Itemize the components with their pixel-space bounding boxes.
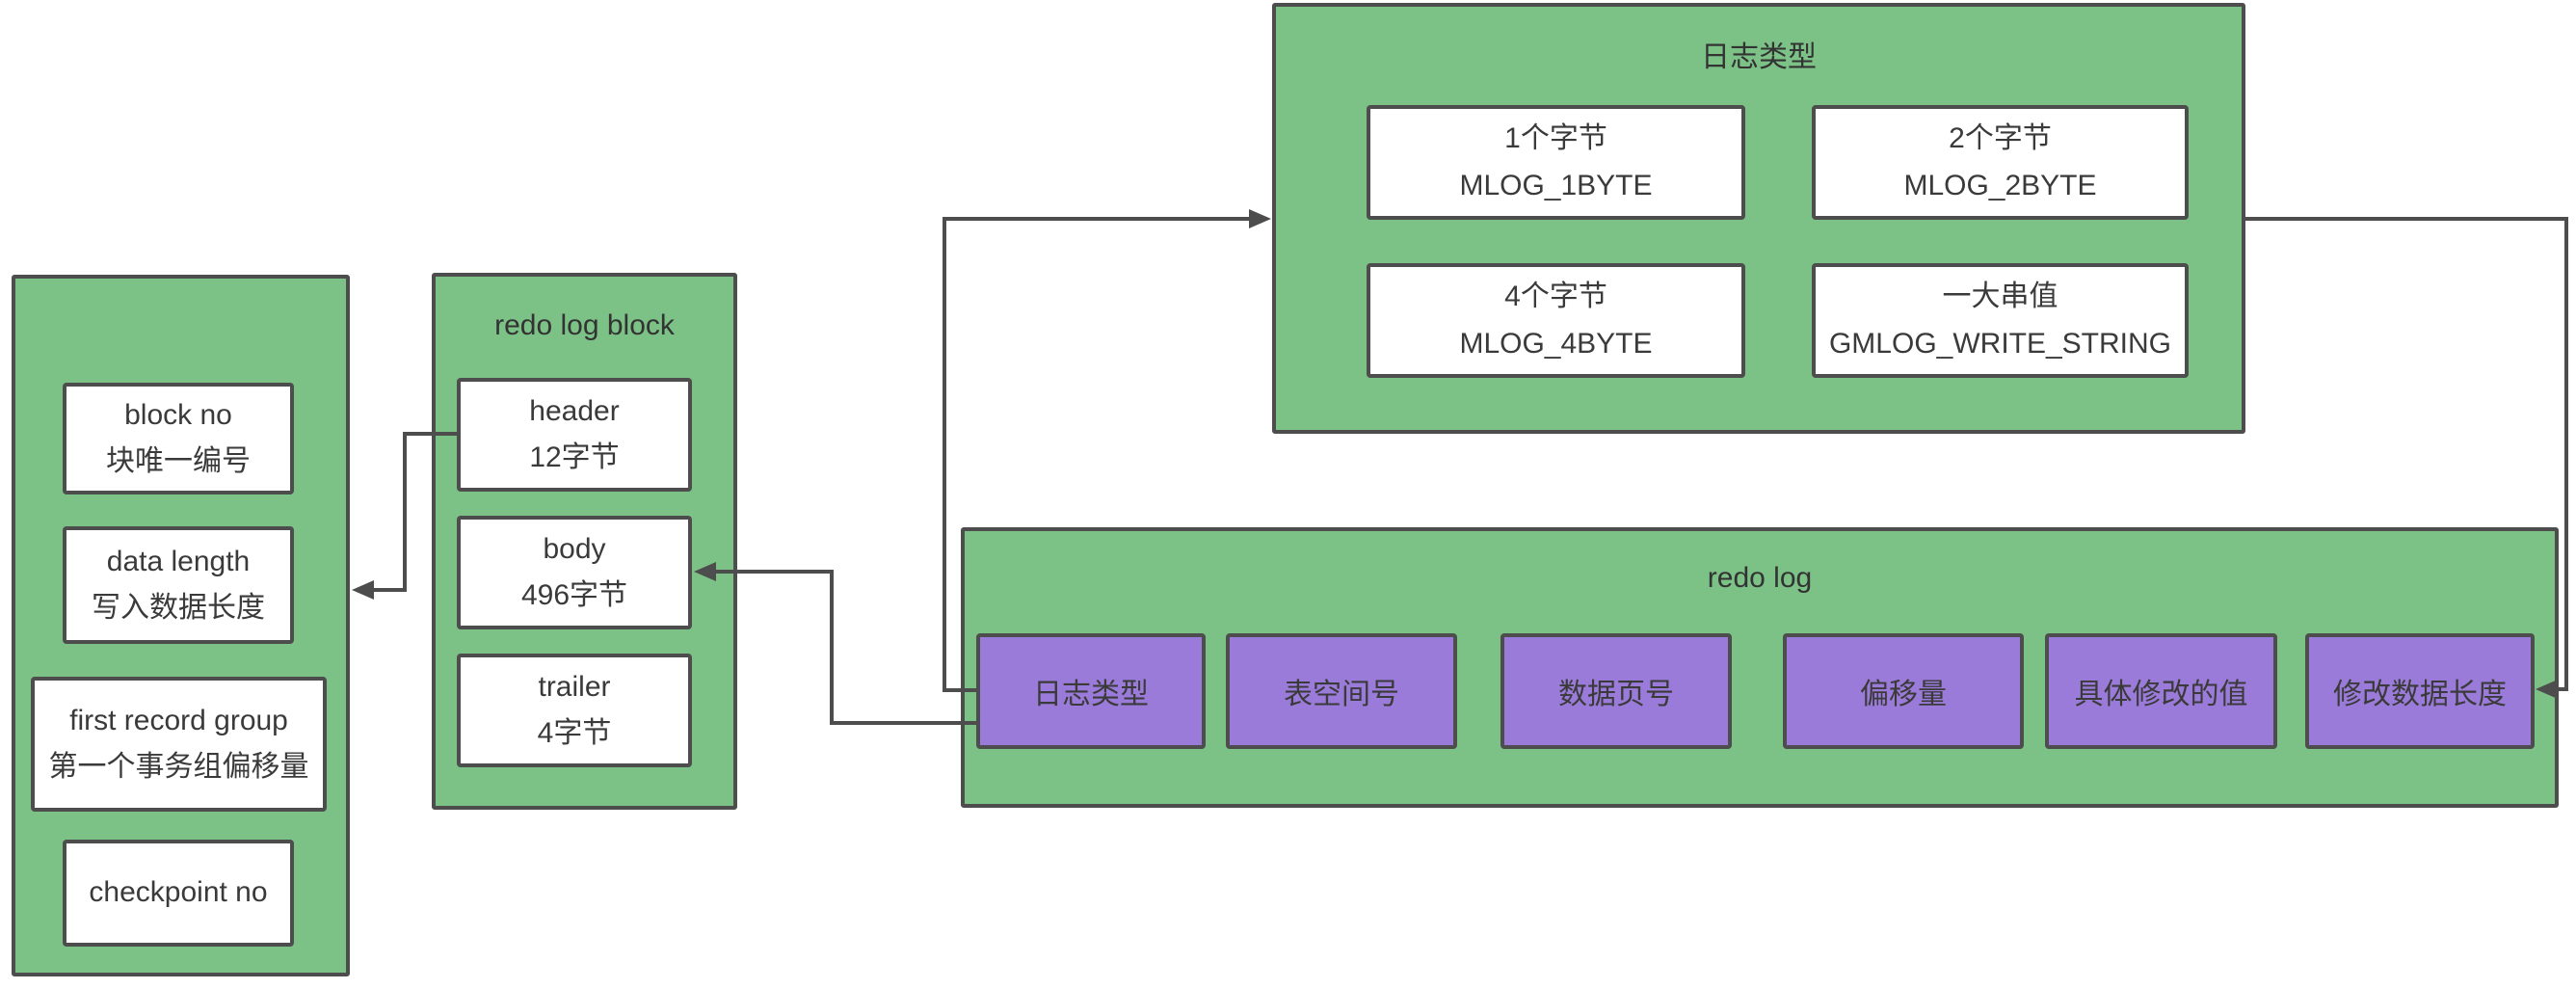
arrowhead-right-icon (1249, 209, 1271, 228)
redo-log-title: redo log (1707, 562, 1813, 594)
node-body-line2: 496字节 (520, 579, 628, 611)
node-trailer-line2: 4字节 (537, 717, 612, 749)
redo-log-field-modified-value: 具体修改的值 (2045, 633, 2277, 749)
redo-log-field-offset: 偏移量 (1783, 633, 2024, 749)
node-data-length-line2: 写入数据长度 (92, 592, 265, 624)
redo-log-field-data-page-no-label: 数据页号 (1558, 679, 1674, 710)
redo-log-field-log-type-label: 日志类型 (1033, 679, 1149, 710)
node-data-length-line1: data length (106, 545, 251, 577)
node-first-record-group-line2: 第一个事务组偏移量 (48, 751, 309, 783)
node-header-line1: header (529, 394, 620, 427)
node-mlog-1byte: 1个字节 MLOG_1BYTE (1367, 105, 1745, 220)
node-block-no-line2: 块唯一编号 (106, 445, 251, 477)
node-mlog-4byte-line2: MLOG_4BYTE (1459, 327, 1653, 360)
redo-log-field-offset-label: 偏移量 (1860, 679, 1947, 710)
connector-logtype-field-to-body-line (715, 570, 976, 725)
arrowhead-left-icon (352, 580, 374, 600)
redo-log-field-modified-data-length-label: 修改数据长度 (2333, 679, 2507, 710)
node-body: body 496字节 (457, 516, 692, 629)
redo-log-field-modified-value-label: 具体修改的值 (2074, 679, 2248, 710)
redo-log-field-log-type: 日志类型 (976, 633, 1206, 749)
node-mlog-2byte-line2: MLOG_2BYTE (1903, 169, 2097, 201)
node-mlog-2byte: 2个字节 MLOG_2BYTE (1812, 105, 2189, 220)
redo-log-block-title: redo log block (494, 309, 675, 341)
node-block-no-line1: block no (124, 398, 232, 431)
node-mlog-1byte-line2: MLOG_1BYTE (1459, 169, 1653, 201)
node-mlog-write-string-line1: 一大串值 (1942, 281, 2058, 312)
redo-log-field-tablespace-no-label: 表空间号 (1284, 679, 1399, 710)
node-header-line2: 12字节 (529, 441, 620, 473)
redo-log-field-data-page-no: 数据页号 (1500, 633, 1732, 749)
node-first-record-group-line1: first record group (69, 704, 288, 736)
node-mlog-2byte-line1: 2个字节 (1949, 122, 2052, 154)
node-trailer: trailer 4字节 (457, 654, 692, 767)
node-mlog-write-string: 一大串值 GMLOG_WRITE_STRING (1812, 263, 2189, 378)
node-mlog-4byte: 4个字节 MLOG_4BYTE (1367, 263, 1745, 378)
log-types-title: 日志类型 (1701, 41, 1817, 73)
node-mlog-1byte-line1: 1个字节 (1504, 122, 1607, 154)
redo-log-field-tablespace-no: 表空间号 (1226, 633, 1457, 749)
node-checkpoint-no: checkpoint no (63, 840, 294, 947)
node-trailer-line1: trailer (538, 670, 611, 703)
node-block-no: block no 块唯一编号 (63, 383, 294, 494)
node-header: header 12字节 (457, 378, 692, 492)
node-checkpoint-no-line1: checkpoint no (89, 876, 268, 909)
node-data-length: data length 写入数据长度 (63, 526, 294, 644)
redo-log-field-modified-data-length: 修改数据长度 (2305, 633, 2535, 749)
node-mlog-write-string-line2: GMLOG_WRITE_STRING (1828, 327, 2172, 360)
node-body-line1: body (543, 532, 606, 565)
node-first-record-group: first record group 第一个事务组偏移量 (31, 677, 327, 812)
node-mlog-4byte-line1: 4个字节 (1504, 281, 1607, 312)
